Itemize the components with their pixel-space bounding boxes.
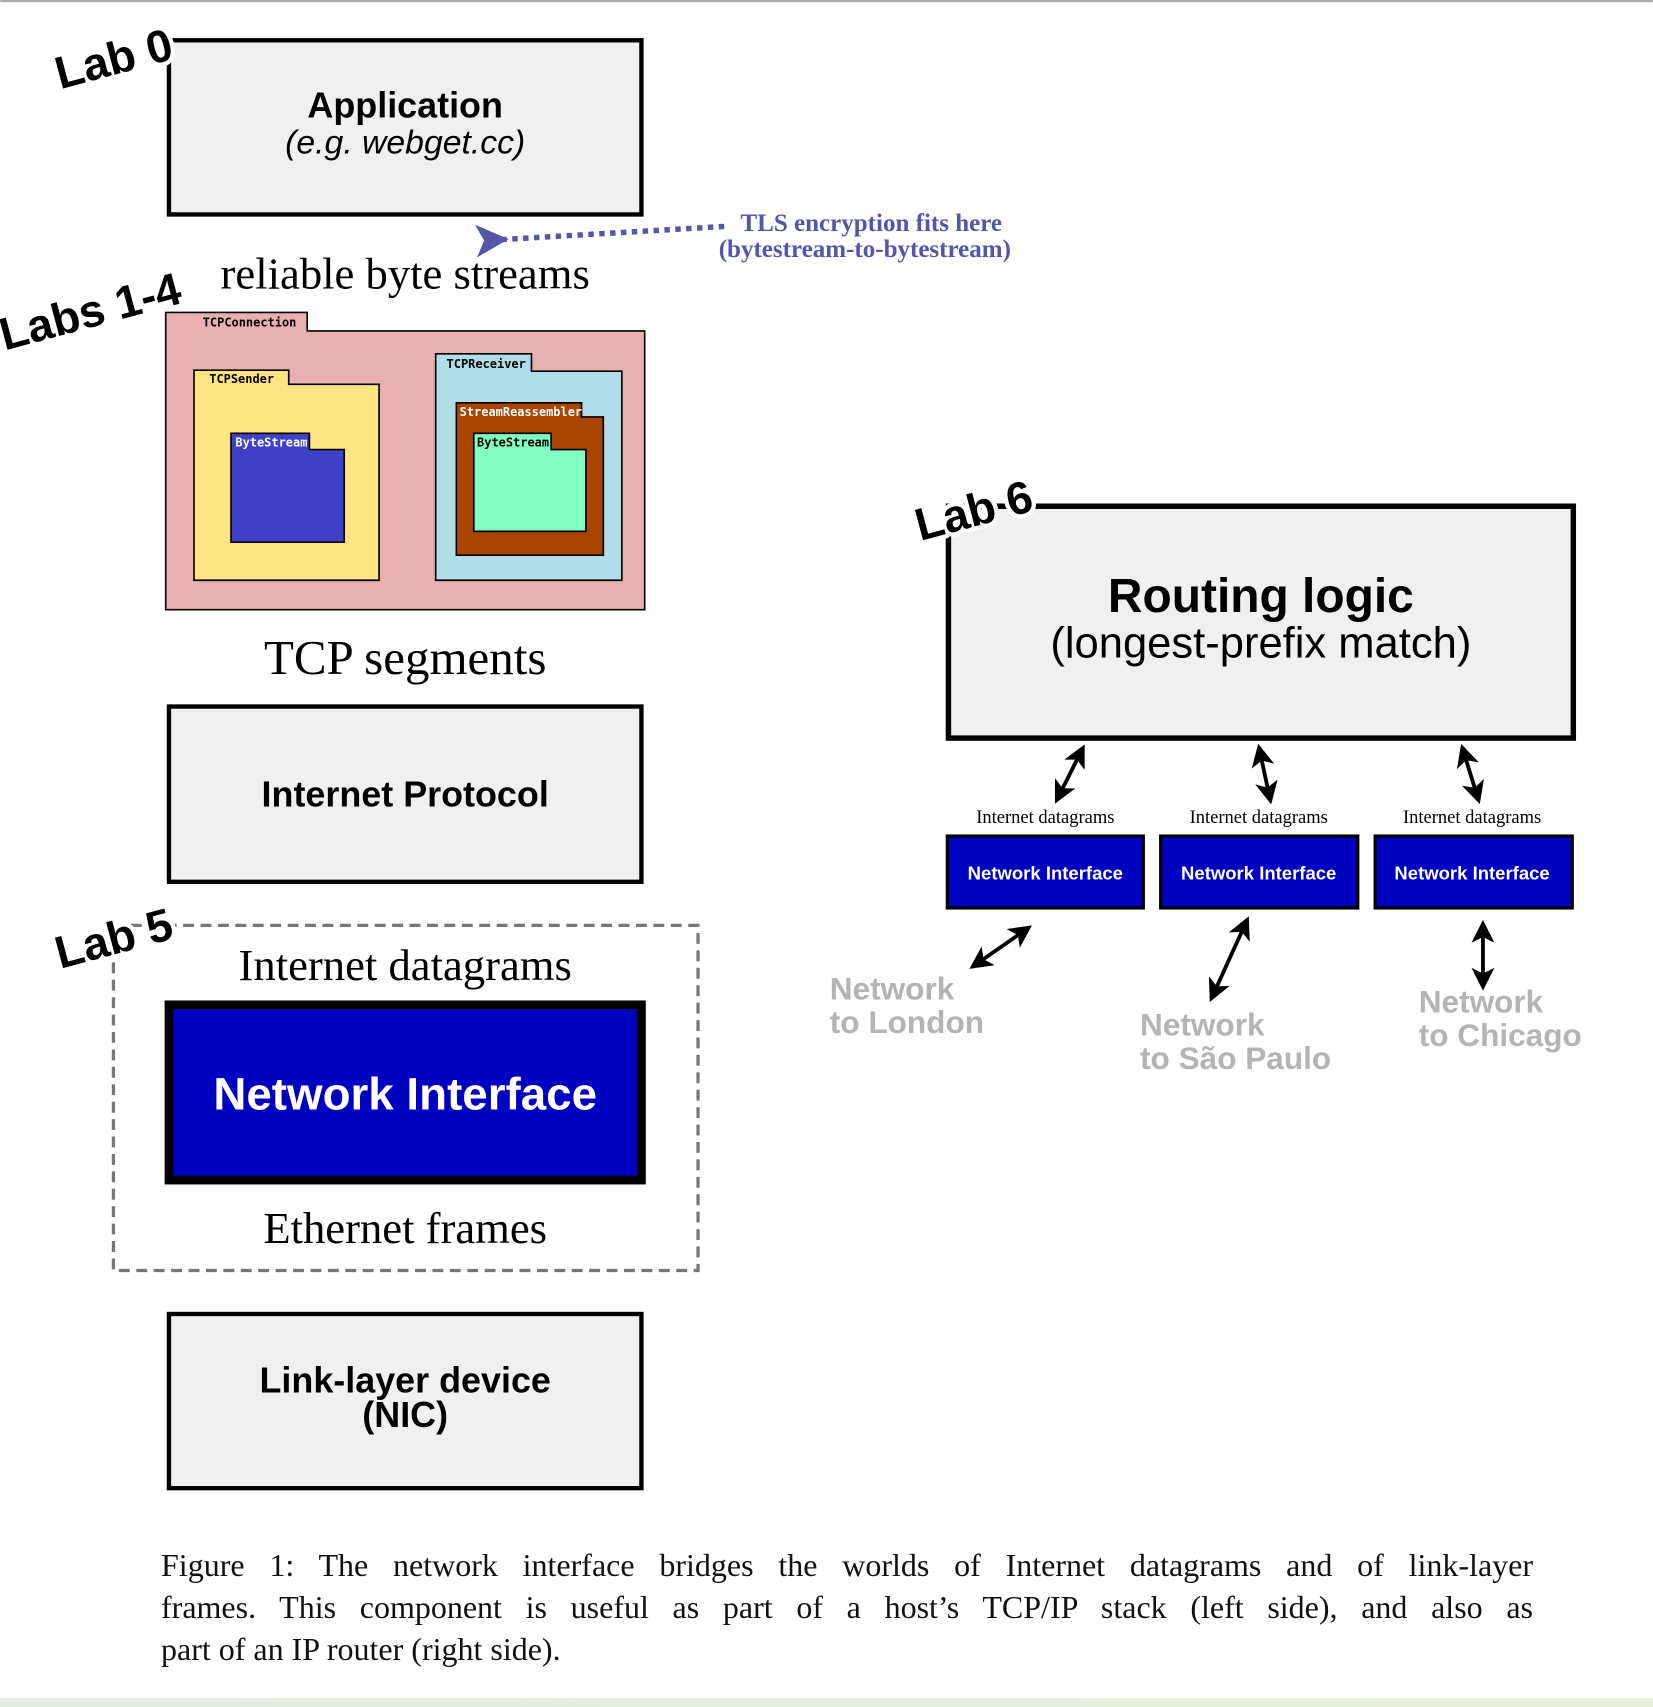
network-label-line1: Network [1419,983,1544,1019]
caption-line: frames. This component is useful as part… [161,1589,1533,1625]
interface-label: Network Interface [1394,863,1549,884]
network-label-line1: Network [1140,1006,1265,1042]
figure-caption: Figure 1: The network interface bridges … [161,1544,1533,1670]
stream-reassembler-label: StreamReassembler [460,405,582,419]
routing-logic-box: Routing logic (longest-prefix match) [945,503,1577,741]
tcp-connection: TCPConnection TCPSender ByteStream TCPRe… [164,311,646,611]
labs1-4-label: Labs 1-4 [0,263,187,360]
tcp-receiver: TCPReceiver StreamReassembler ByteStream [434,352,623,582]
link-layer-device-box: Link-layer device (NIC) [166,1311,644,1491]
lab0-label: Lab 0 [49,19,178,99]
interface-label: Network Interface [968,863,1123,884]
tls-dotted-arrow [475,223,725,258]
tls-note-line1: TLS encryption fits here [740,210,1002,237]
network-label-line2: to London [830,1004,984,1040]
interface-datagrams-label: Internet datagrams [1190,808,1328,828]
router-interface-1: Internet datagrams Network Interface Net… [830,808,1145,1040]
receiver-bytestream-label: ByteStream [477,435,549,449]
router-arrows [969,743,1495,1002]
double-arrow-icon [1208,916,1250,1002]
ethernet-frames-label: Ethernet frames [263,1203,547,1253]
application-subtitle: (e.g. webget.cc) [285,123,525,161]
sender-bytestream [230,432,346,543]
bottom-scroll-bar [0,1698,1653,1707]
interface-datagrams-label: Internet datagrams [1403,808,1541,828]
network-label-line2: to São Paulo [1140,1040,1331,1076]
network-label-line2: to Chicago [1419,1017,1582,1053]
tcp-connection-label: TCPConnection [203,316,297,330]
tcp-sender-label: TCPSender [209,372,274,386]
internet-datagrams-label: Internet datagrams [239,940,572,990]
routing-logic-subtitle: (longest-prefix match) [1050,620,1471,668]
double-arrow-icon [1456,743,1484,805]
routing-logic-title: Routing logic [1108,570,1414,623]
double-arrow-icon [969,925,1032,969]
tcp-receiver-label: TCPReceiver [447,357,526,371]
tls-note-line2: (bytestream-to-bytestream) [719,236,1011,263]
router-interface-3: Internet datagrams Network Interface Net… [1373,808,1582,1053]
tcp-segments-label: TCP segments [264,630,546,685]
link-layer-line1: Link-layer device [259,1359,550,1400]
network-label-line1: Network [830,970,955,1006]
double-arrow-icon [1054,744,1085,804]
tcp-sender: TCPSender ByteStream [193,369,380,582]
router-interface-2: Internet datagrams Network Interface Net… [1140,808,1360,1076]
link-layer-line2: (NIC) [362,1394,448,1435]
internet-protocol-label: Internet Protocol [262,774,549,815]
caption-line: Figure 1: The network interface bridges … [161,1547,1533,1583]
application-box: Application (e.g. webget.cc) [166,38,644,217]
caption-line: part of an IP router (right side). [161,1631,561,1667]
internet-protocol-box: Internet Protocol [166,704,644,884]
interface-label: Network Interface [1181,863,1336,884]
interface-datagrams-label: Internet datagrams [976,808,1114,828]
sender-bytestream-label: ByteStream [235,435,307,449]
lab5-dashed-region [111,923,700,1273]
application-title: Application [307,85,503,126]
reliable-byte-streams-label: reliable byte streams [221,248,590,298]
network-interface-box: Network Interface [164,1000,646,1185]
receiver-bytestream [472,432,587,533]
double-arrow-icon [1251,743,1278,805]
network-interface-label: Network Interface [213,1068,597,1119]
